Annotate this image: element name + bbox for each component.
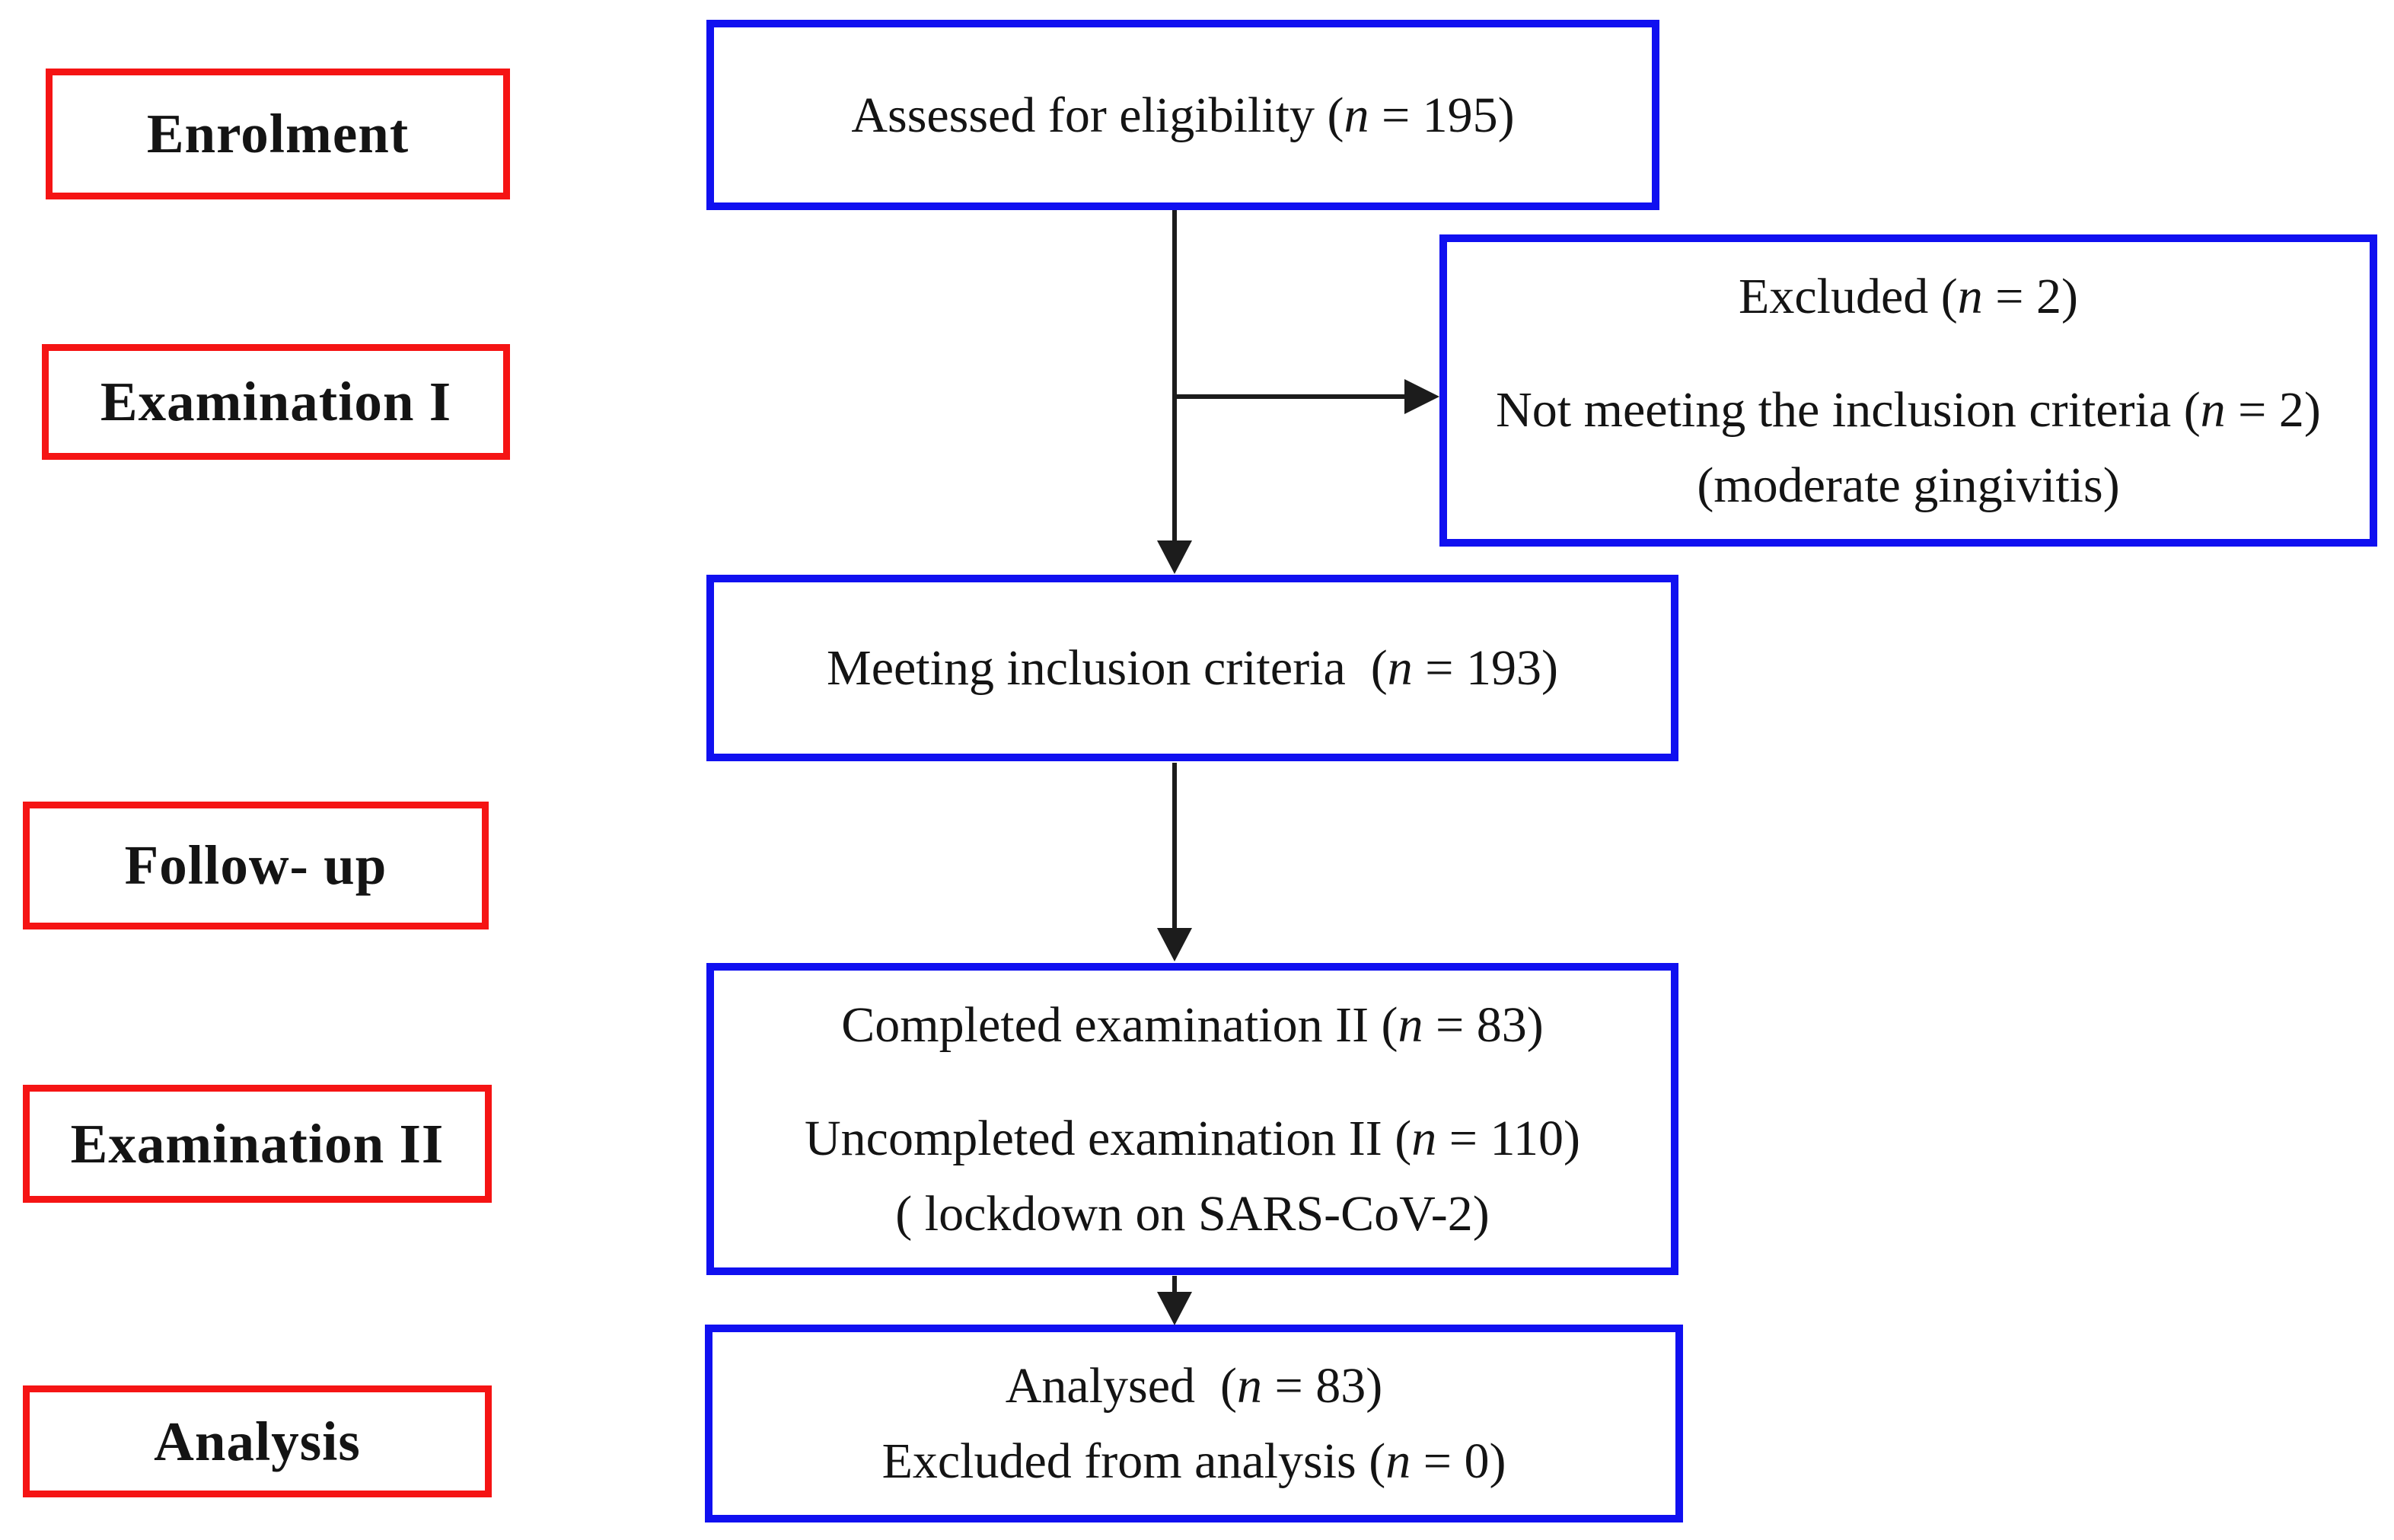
arrow-stem-branch-to-excluded bbox=[1175, 394, 1404, 399]
flow-box-text-line: Completed examination II (n = 83) bbox=[841, 996, 1544, 1053]
flow-box-meeting-inclusion-criteria: Meeting inclusion criteria (n = 193) bbox=[706, 575, 1678, 761]
flow-box-examination-2-results: Completed examination II (n = 83) Uncompl… bbox=[706, 963, 1678, 1275]
flow-box-text-line: ( lockdown on SARS-CoV-2) bbox=[895, 1185, 1490, 1242]
stage-label: Enrolment bbox=[146, 103, 410, 164]
flow-box-assessed-eligibility: Assessed for eligibility (n = 195) bbox=[706, 20, 1659, 210]
stage-box-examination-2: Examination II bbox=[23, 1085, 492, 1203]
arrow-stem-meeting-to-examination2 bbox=[1172, 763, 1177, 930]
arrow-head-branch-to-excluded bbox=[1404, 379, 1439, 414]
flow-box-text-line: Excluded from analysis (n = 0) bbox=[881, 1433, 1506, 1489]
flow-box-text-line: Assessed for eligibility (n = 195) bbox=[851, 87, 1515, 143]
flow-box-text-line: Excluded (n = 2) bbox=[1739, 268, 2078, 324]
flow-box-text-line: Meeting inclusion criteria (n = 193) bbox=[827, 640, 1558, 696]
stage-box-follow-up: Follow- up bbox=[23, 802, 489, 929]
stage-label: Follow- up bbox=[124, 834, 387, 896]
stage-label: Analysis bbox=[154, 1410, 361, 1472]
arrow-head-meeting-to-examination2 bbox=[1157, 928, 1192, 961]
arrow-head-examination2-to-analysed bbox=[1157, 1292, 1192, 1325]
flow-box-text-line: Uncompleted examination II (n = 110) bbox=[805, 1110, 1580, 1166]
stage-label: Examination I bbox=[100, 371, 452, 432]
stage-box-examination-1: Examination I bbox=[42, 344, 510, 460]
flow-box-text-line: (moderate gingivitis) bbox=[1697, 457, 2120, 513]
flow-box-analysed: Analysed (n = 83) Excluded from analysis … bbox=[705, 1325, 1683, 1522]
flow-box-excluded: Excluded (n = 2) Not meeting the inclusio… bbox=[1439, 234, 2377, 547]
arrow-head-assessed-to-meeting bbox=[1157, 540, 1192, 574]
flow-box-text-line: Not meeting the inclusion criteria (n = … bbox=[1496, 381, 2321, 438]
stage-box-analysis: Analysis bbox=[23, 1385, 492, 1497]
stage-box-enrolment: Enrolment bbox=[46, 69, 510, 199]
arrow-stem-examination2-to-analysed bbox=[1172, 1276, 1177, 1294]
stage-label: Examination II bbox=[70, 1112, 445, 1175]
arrow-stem-assessed-to-meeting bbox=[1172, 210, 1177, 544]
flow-box-text-line: Analysed (n = 83) bbox=[1005, 1358, 1383, 1414]
